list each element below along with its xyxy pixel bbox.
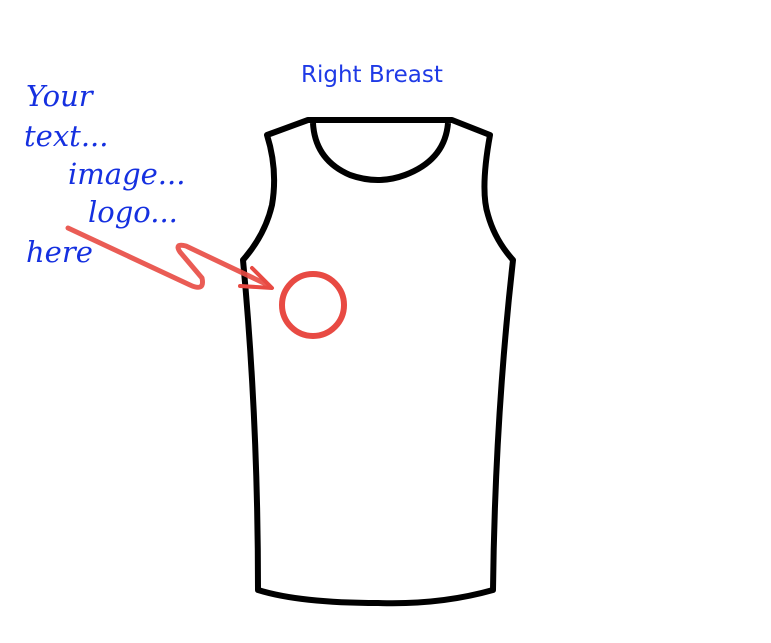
neckline [310,122,451,183]
arrow [65,225,271,290]
callout-line-4: logo... [88,195,178,229]
tank-top-outline [240,117,516,607]
callout-line-1: Your [26,79,93,113]
callout-line-2: text... [24,119,109,153]
placement-label: Right Breast [301,62,443,88]
callout-line-5: here [26,235,93,269]
callout-line-3: image... [68,157,186,191]
placement-marker-circle [279,271,347,339]
arrow-head [238,266,274,290]
